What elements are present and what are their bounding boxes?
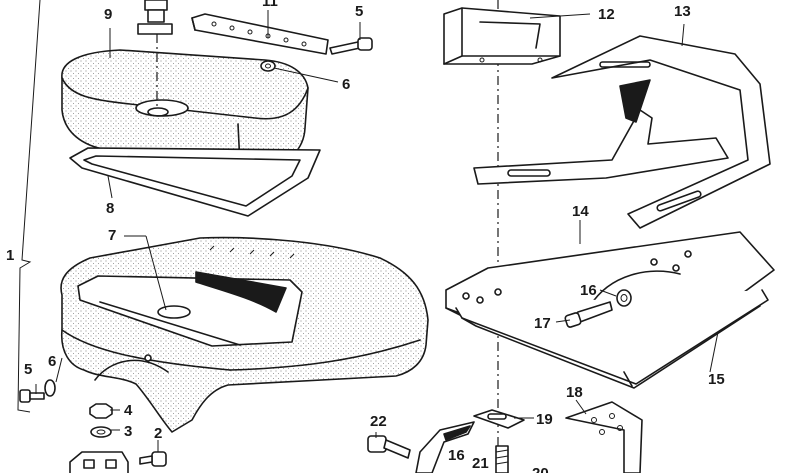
part-1-housing <box>60 236 429 433</box>
part-8-gasket <box>69 147 321 217</box>
callout-9: 9 <box>104 6 112 23</box>
callout-5-top: 5 <box>355 3 363 20</box>
callout-19: 19 <box>536 411 553 428</box>
callout-17: 17 <box>534 315 551 332</box>
callout-11: 11 <box>262 0 278 10</box>
part-5-screw-top <box>329 37 373 55</box>
leader-lines <box>35 10 719 452</box>
callout-16-right: 16 <box>580 282 597 299</box>
part-5-screw-bottom <box>19 389 45 403</box>
part-13-mounting-frame <box>473 35 771 229</box>
part-21-bolt <box>495 445 509 473</box>
part-4-nut <box>89 403 113 419</box>
callout-14: 14 <box>572 203 589 220</box>
part-19-bracket <box>415 409 525 473</box>
callout-8: 8 <box>106 200 114 217</box>
part-12-bracket <box>443 7 561 65</box>
callout-3: 3 <box>124 423 132 440</box>
callout-13: 13 <box>674 3 691 20</box>
part-6-washer-bottom <box>44 379 56 397</box>
callout-20: 20 <box>532 465 549 473</box>
part-22-bolt <box>367 435 411 459</box>
callout-16-bottom: 16 <box>448 447 465 464</box>
part-9-lid <box>61 49 309 169</box>
part-bottom-clamp <box>69 451 129 473</box>
part-3-washer <box>90 426 112 438</box>
callout-21: 21 <box>472 455 489 472</box>
callout-1: 1 <box>6 247 14 264</box>
part-18-small-plate <box>565 401 643 473</box>
part-15-bottom-plate <box>455 289 769 389</box>
part-6-washer-top <box>260 60 276 72</box>
callout-2: 2 <box>154 425 162 442</box>
part-2-bolt <box>139 451 167 467</box>
part-lid-knob <box>137 0 173 110</box>
callout-22: 22 <box>370 413 387 430</box>
callout-18: 18 <box>566 384 583 401</box>
part-11-hinge-strip <box>191 13 329 55</box>
callout-4: 4 <box>124 402 133 419</box>
callout-5-bottom: 5 <box>24 361 32 378</box>
callout-6-bottom: 6 <box>48 353 56 370</box>
callout-labels: 9 11 5 6 8 7 1 5 6 4 3 2 12 13 14 15 16 … <box>6 0 725 473</box>
callout-6-top: 6 <box>342 76 350 93</box>
callout-7: 7 <box>108 227 116 244</box>
part-16-washer-right <box>616 289 632 307</box>
part-17-bolt-right <box>564 301 613 328</box>
callout-15: 15 <box>708 371 725 388</box>
callout-12: 12 <box>598 6 615 23</box>
group-1-bracket <box>17 0 41 413</box>
